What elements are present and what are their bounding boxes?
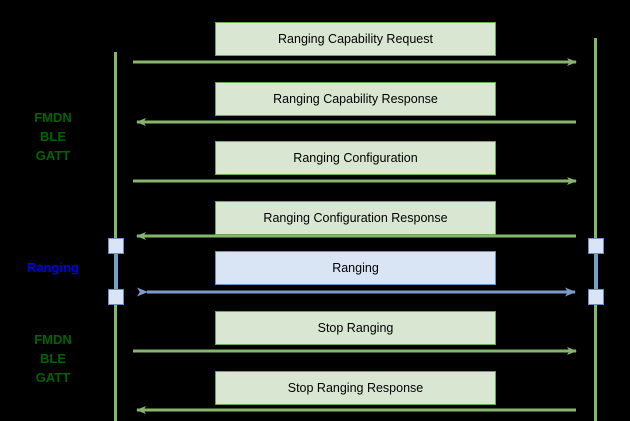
lifeline-left bbox=[114, 52, 117, 421]
lifeline-right bbox=[594, 38, 597, 421]
left-activation-bar bbox=[114, 246, 118, 304]
message-box-1: Ranging Capability Response bbox=[215, 82, 496, 116]
message-label-1: Ranging Capability Response bbox=[273, 92, 438, 106]
left-activation-start bbox=[108, 238, 124, 254]
message-box-4: Ranging bbox=[215, 251, 496, 285]
role-label-bottom: FMDN BLE GATT bbox=[34, 332, 72, 385]
message-box-6: Stop Ranging Response bbox=[215, 371, 496, 405]
message-box-2: Ranging Configuration bbox=[215, 141, 496, 175]
message-box-3: Ranging Configuration Response bbox=[215, 201, 496, 235]
phase-label-ranging: Ranging bbox=[27, 260, 79, 275]
message-box-5: Stop Ranging bbox=[215, 311, 496, 345]
message-label-5: Stop Ranging bbox=[317, 321, 394, 335]
right-activation-bar bbox=[594, 246, 598, 304]
right-activation-end bbox=[588, 289, 604, 305]
role-label-top: FMDN BLE GATT bbox=[34, 110, 72, 163]
message-label-0: Ranging Capability Request bbox=[278, 32, 433, 46]
right-activation-start bbox=[588, 238, 604, 254]
message-label-2: Ranging Configuration bbox=[293, 151, 418, 165]
message-box-0: Ranging Capability Request bbox=[215, 22, 496, 56]
message-label-6: Stop Ranging Response bbox=[287, 381, 424, 395]
left-activation-end bbox=[108, 289, 124, 305]
message-label-4: Ranging bbox=[332, 261, 379, 275]
message-label-3: Ranging Configuration Response bbox=[263, 211, 448, 225]
